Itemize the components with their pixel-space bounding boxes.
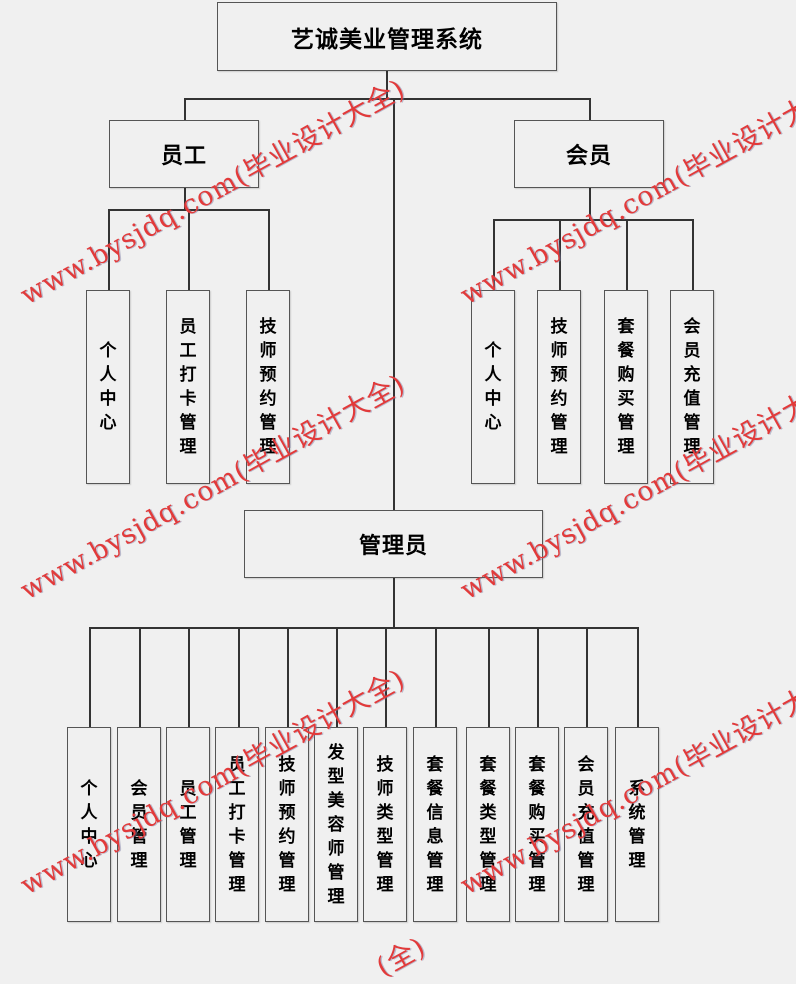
connector	[537, 627, 539, 727]
admin-child-node: 发型美容师管理	[314, 727, 358, 922]
employee-child-node: 个人中心	[86, 290, 130, 484]
connector	[184, 187, 186, 209]
connector	[692, 219, 694, 290]
admin-child-node: 员工打卡管理	[215, 727, 259, 922]
connector	[268, 209, 270, 290]
connector	[89, 627, 638, 629]
watermark-partial: (全)	[371, 931, 432, 984]
connector	[188, 209, 190, 290]
connector	[385, 627, 387, 727]
admin-child-node: 会员充值管理	[564, 727, 608, 922]
admin-child-node: 套餐信息管理	[413, 727, 457, 922]
connector	[493, 219, 693, 221]
role-label: 会员	[565, 144, 612, 169]
connector	[184, 98, 186, 120]
employee-child-node: 员工打卡管理	[166, 290, 210, 484]
connector	[336, 627, 338, 727]
connector	[393, 578, 395, 627]
admin-child-node: 技师类型管理	[363, 727, 407, 922]
connector	[139, 627, 141, 727]
role-node-admin: 管理员	[244, 510, 543, 578]
employee-child-node: 技师预约管理	[246, 290, 290, 484]
role-node-employee: 员工	[109, 120, 259, 188]
connector	[559, 219, 561, 290]
connector	[626, 219, 628, 290]
connector	[188, 627, 190, 727]
role-label: 管理员	[358, 534, 428, 559]
watermark: www.bysjdq.com(毕业设计大全)	[15, 73, 411, 312]
connector	[287, 627, 289, 727]
connector	[589, 98, 591, 120]
watermark: www.bysjdq.com(毕业设计大全)	[455, 73, 796, 312]
root-label: 艺诚美业管理系统	[291, 26, 483, 53]
connector	[238, 627, 240, 727]
role-node-member: 会员	[514, 120, 664, 188]
member-child-node: 套餐购买管理	[604, 290, 648, 484]
role-label: 员工	[160, 144, 207, 169]
admin-child-node: 套餐类型管理	[466, 727, 510, 922]
member-child-node: 技师预约管理	[537, 290, 581, 484]
connector	[637, 627, 639, 727]
connector	[89, 627, 91, 727]
connector	[108, 209, 110, 290]
connector	[488, 627, 490, 727]
connector	[493, 219, 495, 290]
member-child-node: 会员充值管理	[670, 290, 714, 484]
admin-child-node: 会员管理	[117, 727, 161, 922]
connector	[184, 98, 590, 100]
connector	[386, 70, 388, 98]
root-node: 艺诚美业管理系统	[217, 2, 557, 71]
member-child-node: 个人中心	[471, 290, 515, 484]
connector	[435, 627, 437, 727]
connector	[589, 187, 591, 219]
connector	[393, 98, 395, 510]
admin-child-node: 技师预约管理	[265, 727, 309, 922]
admin-child-node: 个人中心	[67, 727, 111, 922]
connector	[586, 627, 588, 727]
admin-child-node: 系统管理	[615, 727, 659, 922]
admin-child-node: 员工管理	[166, 727, 210, 922]
admin-child-node: 套餐购买管理	[515, 727, 559, 922]
